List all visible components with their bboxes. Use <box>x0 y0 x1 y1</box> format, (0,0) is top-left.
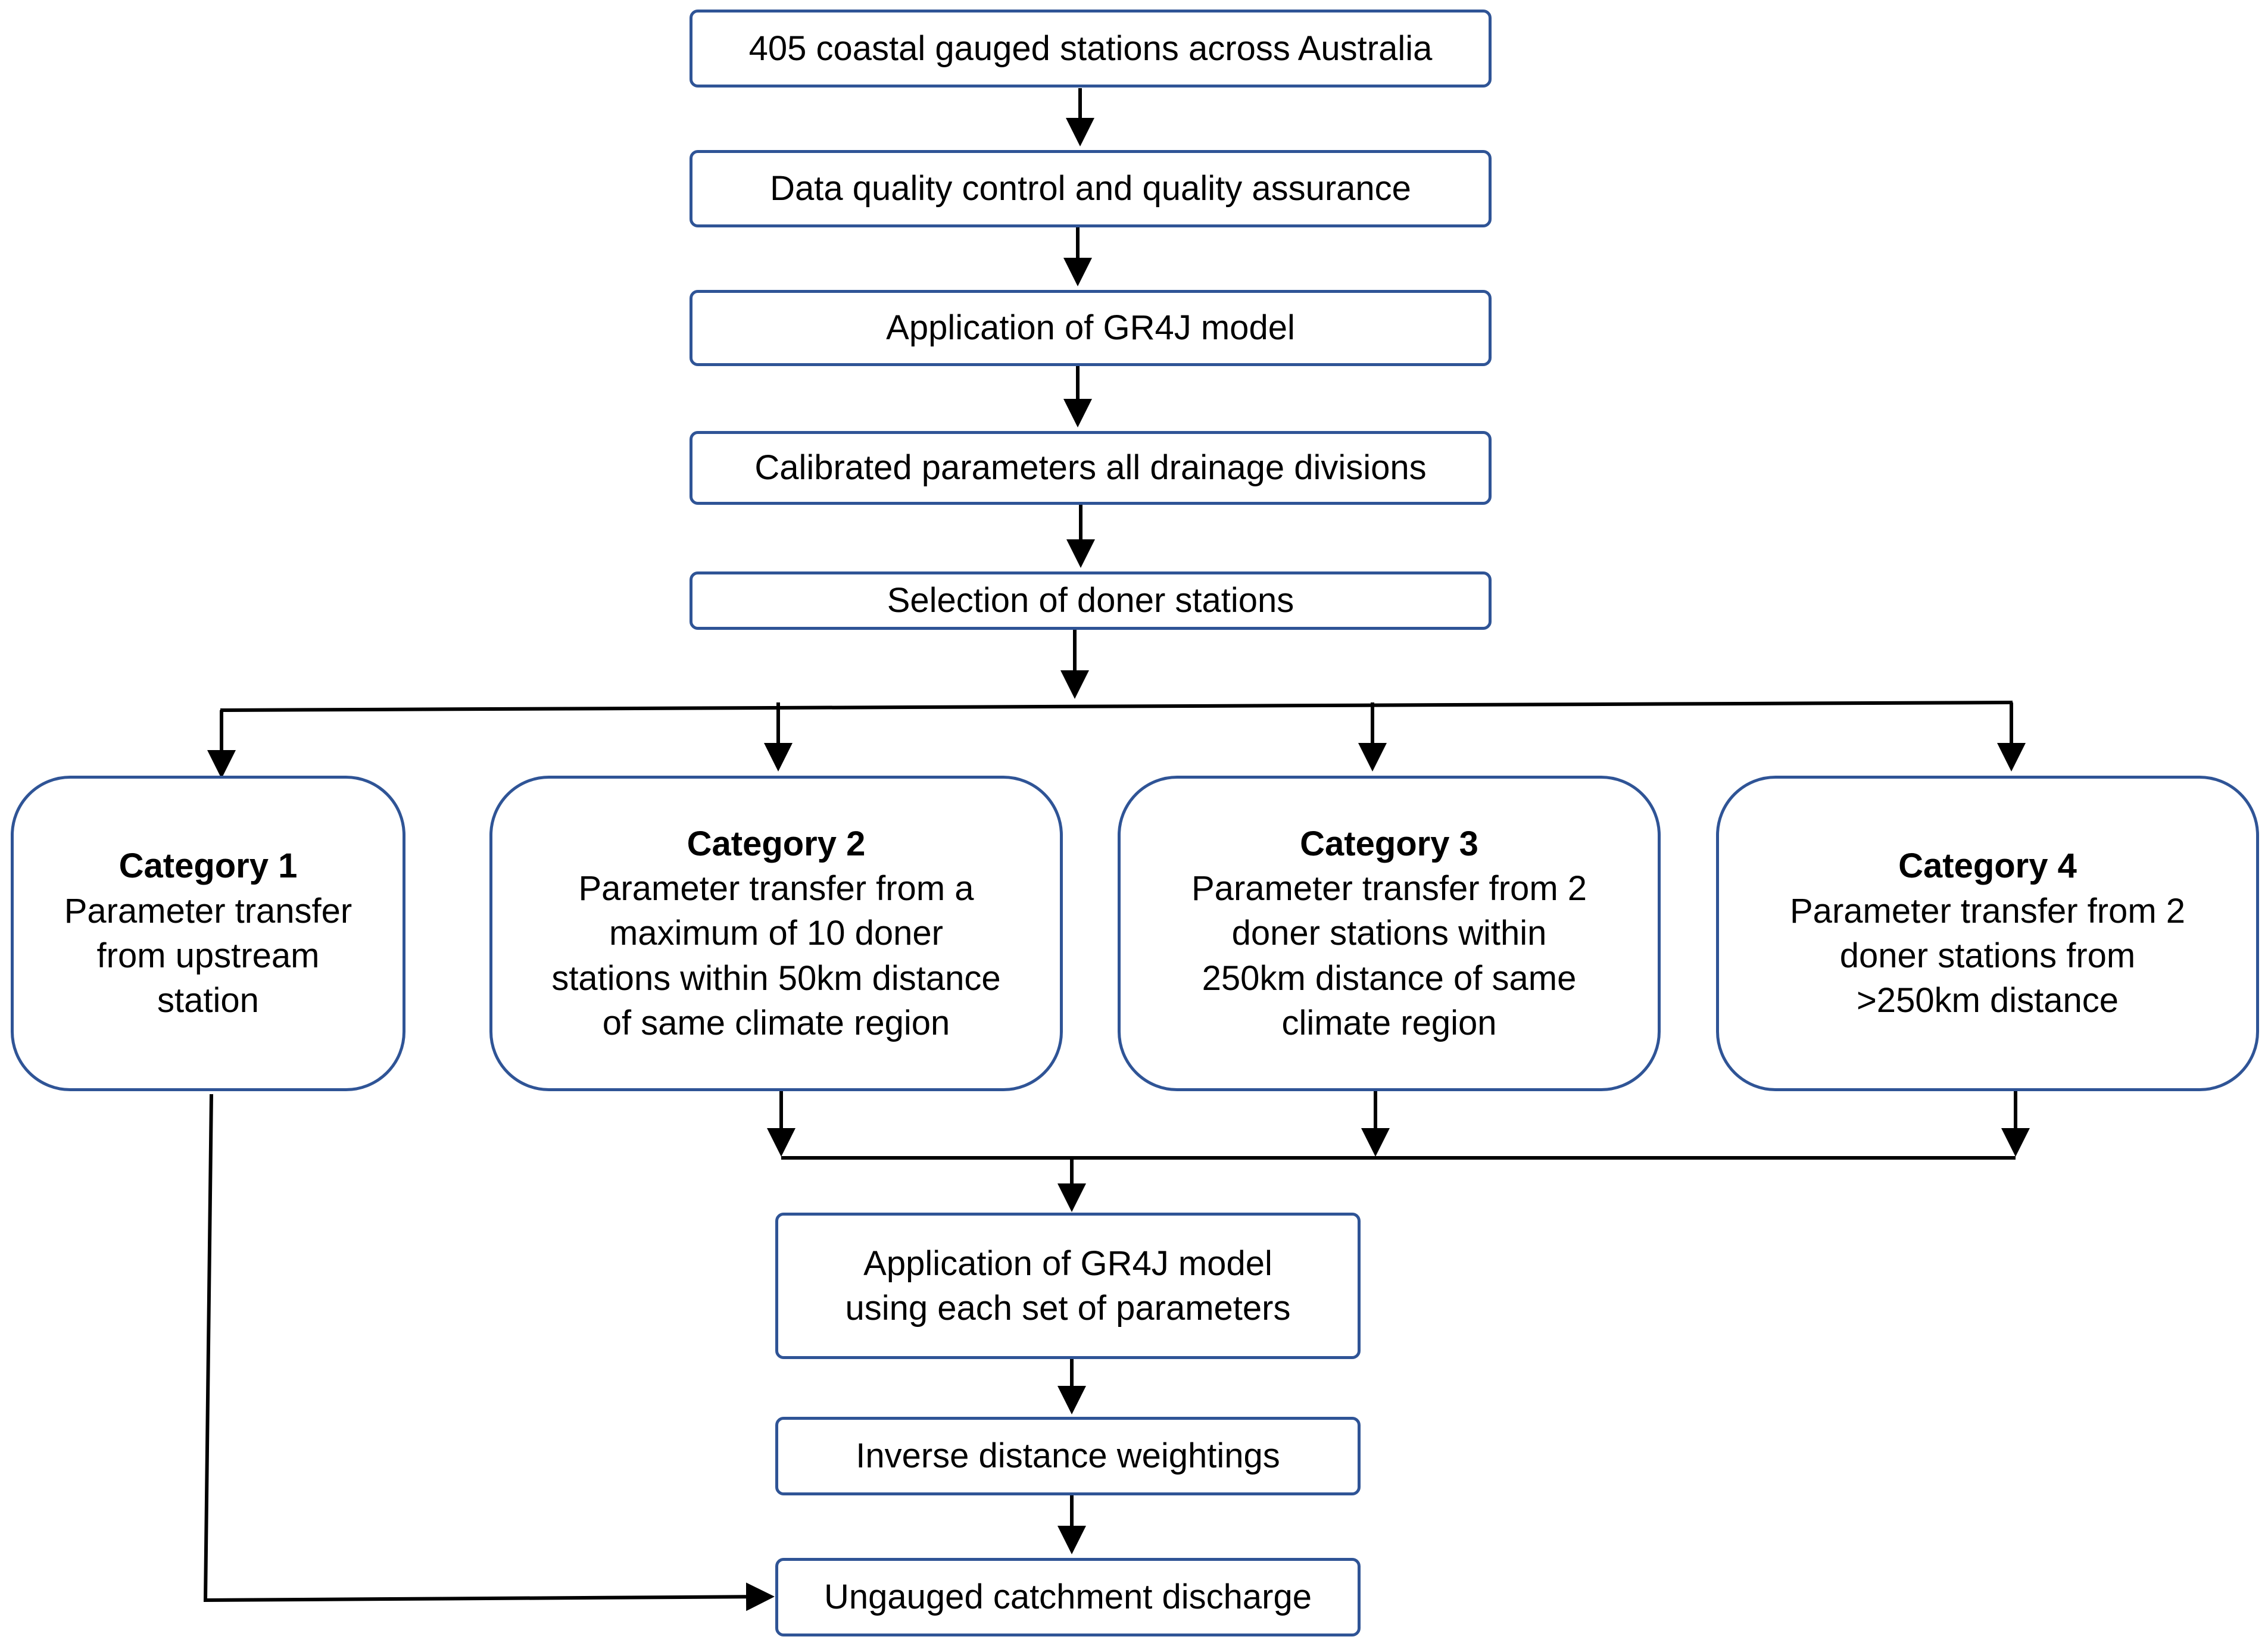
box-stations: 405 coastal gauged stations across Austr… <box>690 10 1492 88</box>
box-gr4j-each-parameter-set-text: Application of GR4J model using each set… <box>845 1244 1291 1328</box>
box-category-1: Category 1 Parameter transfer from upstr… <box>11 776 405 1091</box>
box-gr4j-application: Application of GR4J model <box>690 290 1492 366</box>
category-1-description: Parameter transfer from upstream station <box>64 891 352 1020</box>
box-category-4: Category 4 Parameter transfer from 2 don… <box>1716 776 2259 1091</box>
box-category-3: Category 3 Parameter transfer from 2 don… <box>1118 776 1661 1091</box>
category-1-title: Category 1 <box>118 847 298 886</box>
box-calibrated-parameters-text: Calibrated parameters all drainage divis… <box>754 448 1427 488</box>
box-ungauged-discharge-text: Ungauged catchment discharge <box>824 1578 1312 1617</box>
box-quality-control-text: Data quality control and quality assuran… <box>770 169 1411 208</box>
box-gr4j-each-parameter-set: Application of GR4J model using each set… <box>775 1213 1361 1359</box>
box-stations-text: 405 coastal gauged stations across Austr… <box>748 29 1433 68</box>
box-doner-selection: Selection of doner stations <box>690 571 1492 630</box>
box-gr4j-application-text: Application of GR4J model <box>886 308 1295 348</box>
category-4-description: Parameter transfer from 2 doner stations… <box>1790 891 2185 1020</box>
box-ungauged-discharge: Ungauged catchment discharge <box>775 1558 1361 1636</box>
category-2-description: Parameter transfer from a maximum of 10 … <box>551 869 1001 1043</box>
box-calibrated-parameters: Calibrated parameters all drainage divis… <box>690 431 1492 505</box>
box-inverse-distance-weightings: Inverse distance weightings <box>775 1417 1361 1495</box>
arrow-category-1-to-discharge <box>203 1094 775 1611</box>
category-4-title: Category 4 <box>1898 847 2077 886</box>
box-quality-control: Data quality control and quality assuran… <box>690 150 1492 227</box>
box-inverse-distance-weightings-text: Inverse distance weightings <box>856 1436 1280 1476</box>
category-3-title: Category 3 <box>1300 824 1478 863</box>
category-3-description: Parameter transfer from 2 doner stations… <box>1191 869 1587 1043</box>
branch-bus-line <box>220 701 2013 712</box>
category-2-title: Category 2 <box>687 824 866 863</box>
box-doner-selection-text: Selection of doner stations <box>887 581 1294 620</box>
box-category-2: Category 2 Parameter transfer from a max… <box>489 776 1063 1091</box>
